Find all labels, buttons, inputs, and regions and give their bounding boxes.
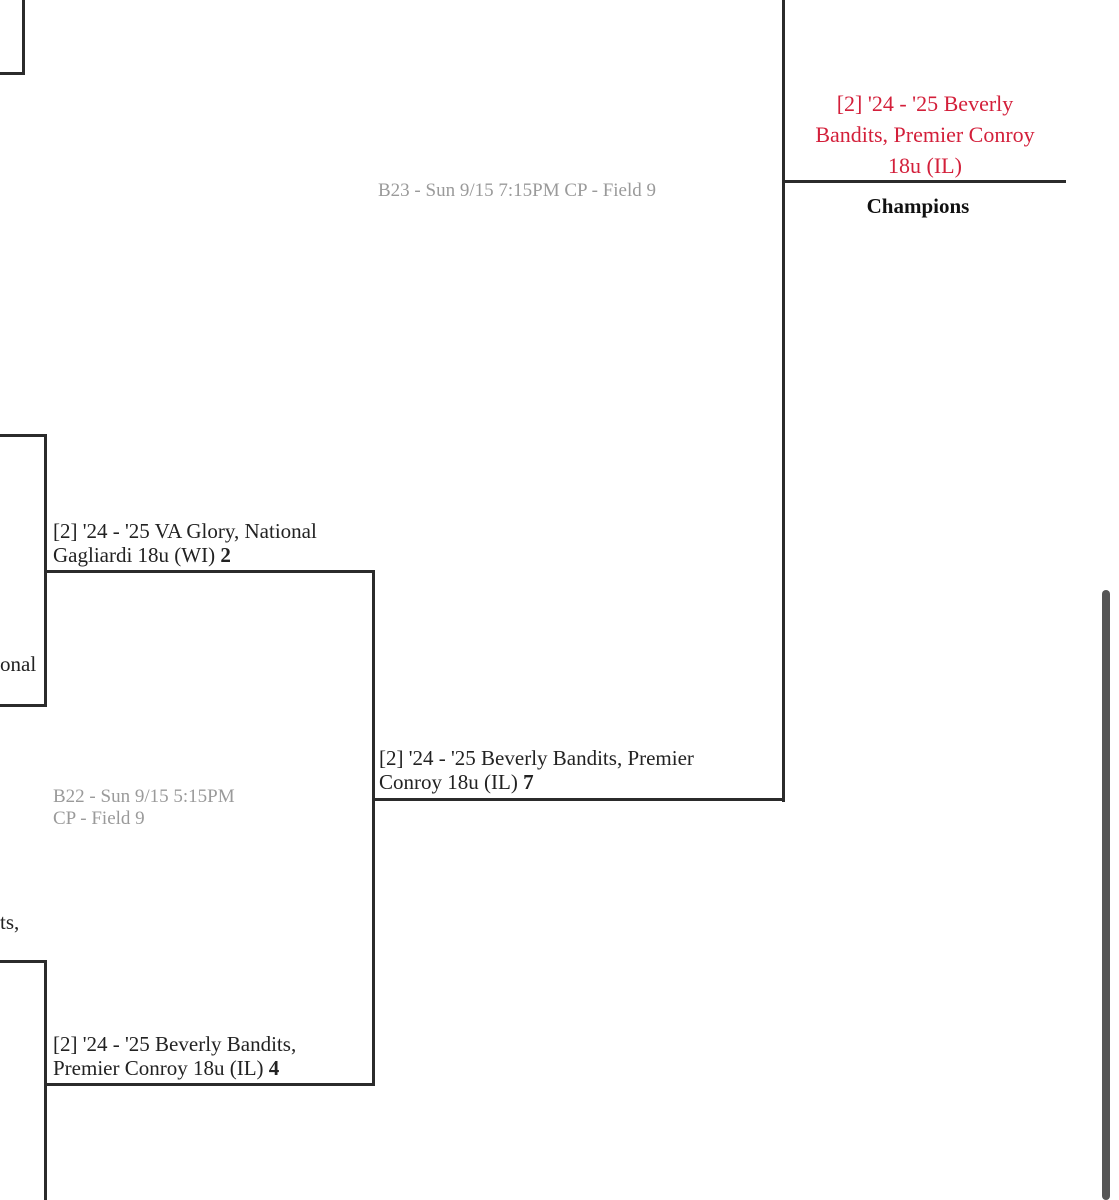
team-score: 7 (523, 770, 534, 794)
partial-team-text: ts, (0, 910, 20, 934)
team-name-line: Conroy 18u (IL) (379, 770, 518, 794)
bracket-line (44, 1083, 375, 1086)
team-name-line: Premier Conroy 18u (IL) (53, 1056, 264, 1080)
match-label-line: B22 - Sun 9/15 5:15PM (53, 786, 235, 807)
match-label-line: CP - Field 9 (53, 808, 145, 829)
champion-line (782, 180, 1066, 183)
champion-team-line: Bandits, Premier Conroy (815, 122, 1035, 147)
match-label-b23: B23 - Sun 9/15 7:15PM CP - Field 9 (378, 180, 657, 201)
bracket-line (22, 0, 25, 75)
bracket-line (44, 570, 375, 573)
champion-team-line: 18u (IL) (888, 153, 962, 178)
bracket-line (0, 72, 25, 75)
bracket-line (372, 798, 785, 801)
team-entry-va-glory[interactable]: [2] '24 - '25 VA Glory, National Gagliar… (53, 519, 317, 567)
partial-team-text: onal (0, 652, 37, 676)
champion-team-line: [2] '24 - '25 Beverly (836, 91, 1014, 116)
team-name-line: Gagliardi 18u (WI) (53, 543, 216, 567)
bracket-line (782, 0, 785, 802)
vertical-scrollbar[interactable] (1102, 590, 1110, 1200)
team-name-line: [2] '24 - '25 Beverly Bandits, (53, 1032, 297, 1056)
bracket-line (0, 704, 47, 707)
team-score: 4 (268, 1056, 280, 1080)
bracket-line (44, 960, 47, 1200)
team-entry-beverly-round2[interactable]: [2] '24 - '25 Beverly Bandits, Premier C… (379, 746, 694, 794)
team-name-line: [2] '24 - '25 Beverly Bandits, Premier (379, 746, 694, 770)
bracket-line (372, 570, 375, 1086)
match-label-b22: B22 - Sun 9/15 5:15PM CP - Field 9 (53, 786, 235, 830)
team-name-line: [2] '24 - '25 VA Glory, National (53, 519, 317, 543)
bracket-line (0, 960, 47, 963)
champions-label: Champions (866, 194, 970, 218)
team-entry-beverly-round1[interactable]: [2] '24 - '25 Beverly Bandits, Premier C… (53, 1032, 296, 1080)
bracket-line (0, 434, 47, 437)
champion-team[interactable]: [2] '24 - '25 Beverly Bandits, Premier C… (785, 88, 1065, 181)
team-score: 2 (220, 543, 231, 567)
